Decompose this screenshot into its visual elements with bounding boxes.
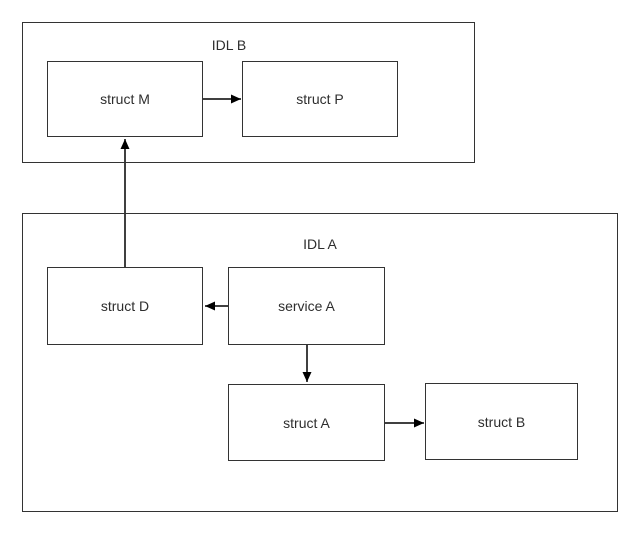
node-struct-d-label: struct D [100,298,150,314]
container-idl-b-label: IDL B [211,37,247,53]
node-struct-m: struct M [47,61,203,137]
container-idl-a-label: IDL A [303,236,337,252]
node-service-a-label: service A [278,298,335,314]
node-struct-m-label: struct M [100,91,150,107]
node-struct-a: struct A [228,384,385,461]
container-idl-a: IDL A [22,213,618,512]
node-struct-b-label: struct B [477,413,526,430]
node-struct-p-label: struct P [296,91,344,107]
node-struct-d: struct D [47,267,203,345]
node-struct-a-label: struct A [283,414,330,431]
node-struct-b: struct B [425,383,578,460]
node-service-a: service A [228,267,385,345]
node-struct-p: struct P [242,61,398,137]
container-idl-b: IDL B [22,22,475,163]
